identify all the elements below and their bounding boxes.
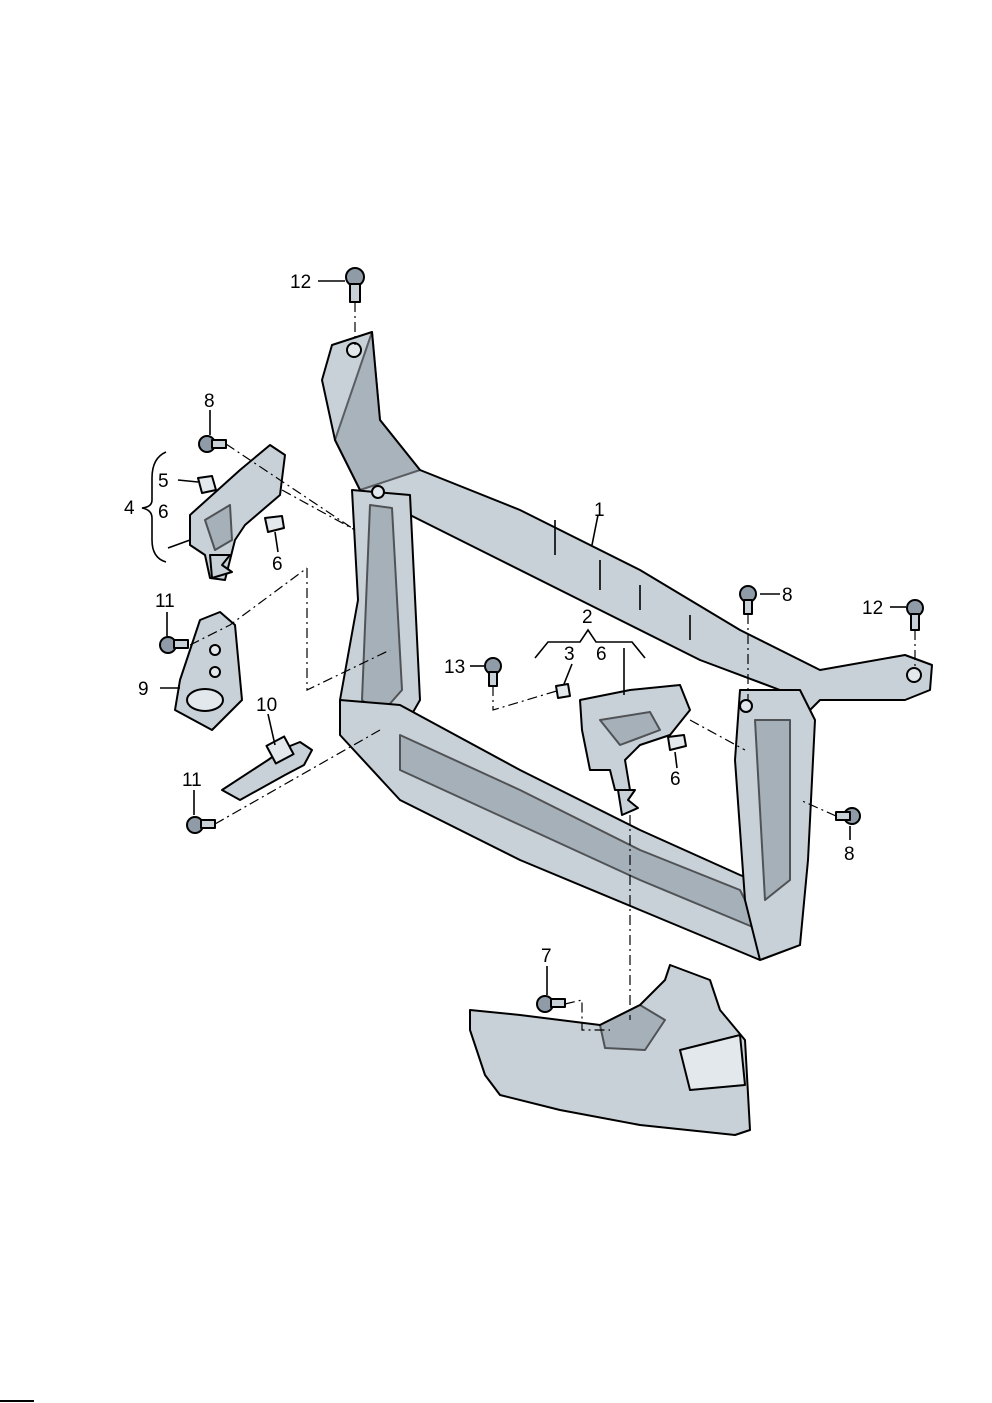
clip-5 (197, 475, 217, 494)
callout-7: 7 (541, 946, 552, 967)
lock-pin-10 (221, 735, 313, 801)
bolt-11-top (159, 636, 189, 654)
callout-6-left-clip: 6 (272, 554, 283, 575)
callout-2: 2 (582, 607, 593, 628)
callout-6-center-clip: 6 (670, 769, 681, 790)
assembly-lines (189, 302, 916, 1031)
callout-11-bottom: 11 (182, 770, 202, 791)
callout-9: 9 (138, 679, 149, 700)
bolt-12-top (345, 267, 365, 303)
callout-12-right: 12 (862, 598, 883, 619)
lock-carrier-frame (321, 331, 933, 961)
callout-11-top: 11 (155, 591, 175, 612)
callout-4: 4 (124, 498, 135, 519)
callout-1: 1 (594, 500, 605, 521)
callout-8-right-bottom: 8 (844, 844, 855, 865)
bolt-11-bottom (186, 816, 216, 834)
callout-10: 10 (256, 695, 277, 716)
callout-labels: 12 12 8 8 8 5 4 6 6 11 9 10 11 1 2 3 6 1… (124, 272, 883, 967)
bracket-9 (174, 611, 243, 731)
callout-13: 13 (444, 657, 465, 678)
center-bracket (579, 684, 691, 816)
callout-5: 5 (158, 471, 169, 492)
callout-12-top: 12 (290, 272, 311, 293)
bolt-8-left (198, 435, 227, 453)
callout-leaders (141, 280, 906, 995)
air-duct-bracket (469, 964, 751, 1136)
bolt-8-right-top (739, 585, 757, 615)
bolt-12-right (906, 599, 924, 631)
callout-8-right-top: 8 (782, 585, 793, 606)
bolt-7 (536, 995, 566, 1013)
callout-3: 3 (564, 644, 575, 665)
bolt-8-right-bottom (835, 807, 861, 825)
clip-3 (555, 683, 571, 699)
callout-6-left-group: 6 (158, 502, 169, 523)
left-bracket (189, 444, 286, 581)
clip-6-left (264, 515, 285, 533)
callout-6-center-group: 6 (596, 644, 607, 665)
callout-8-left: 8 (204, 391, 215, 412)
bolt-13 (484, 657, 502, 687)
clip-6-center (667, 734, 687, 751)
